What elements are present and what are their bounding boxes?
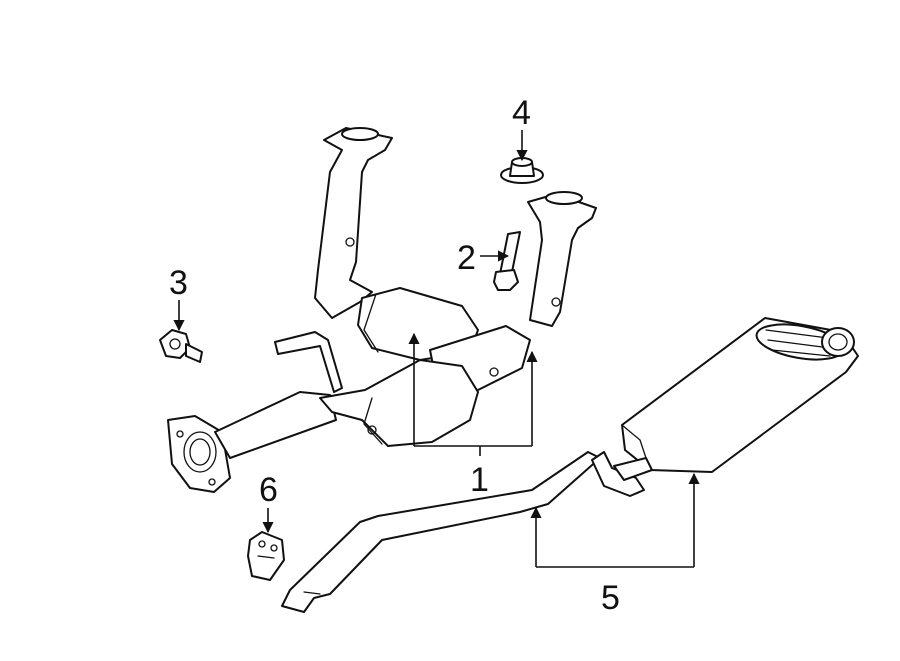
callout-6: 6 [259, 471, 278, 509]
callout-5: 5 [601, 579, 620, 617]
part-2-stud [493, 231, 521, 291]
part-6-insulator [247, 531, 285, 581]
callout-2: 2 [457, 239, 476, 277]
callout-4: 4 [512, 94, 531, 132]
callout-3: 3 [169, 264, 188, 302]
part-4-nut [500, 157, 544, 184]
part-1-catalytic-converter-assembly [167, 127, 597, 493]
part-3-bolt [159, 329, 203, 363]
leader-lines [173, 130, 700, 568]
part-5-muffler-and-pipe [281, 317, 859, 613]
callout-1: 1 [470, 461, 489, 499]
